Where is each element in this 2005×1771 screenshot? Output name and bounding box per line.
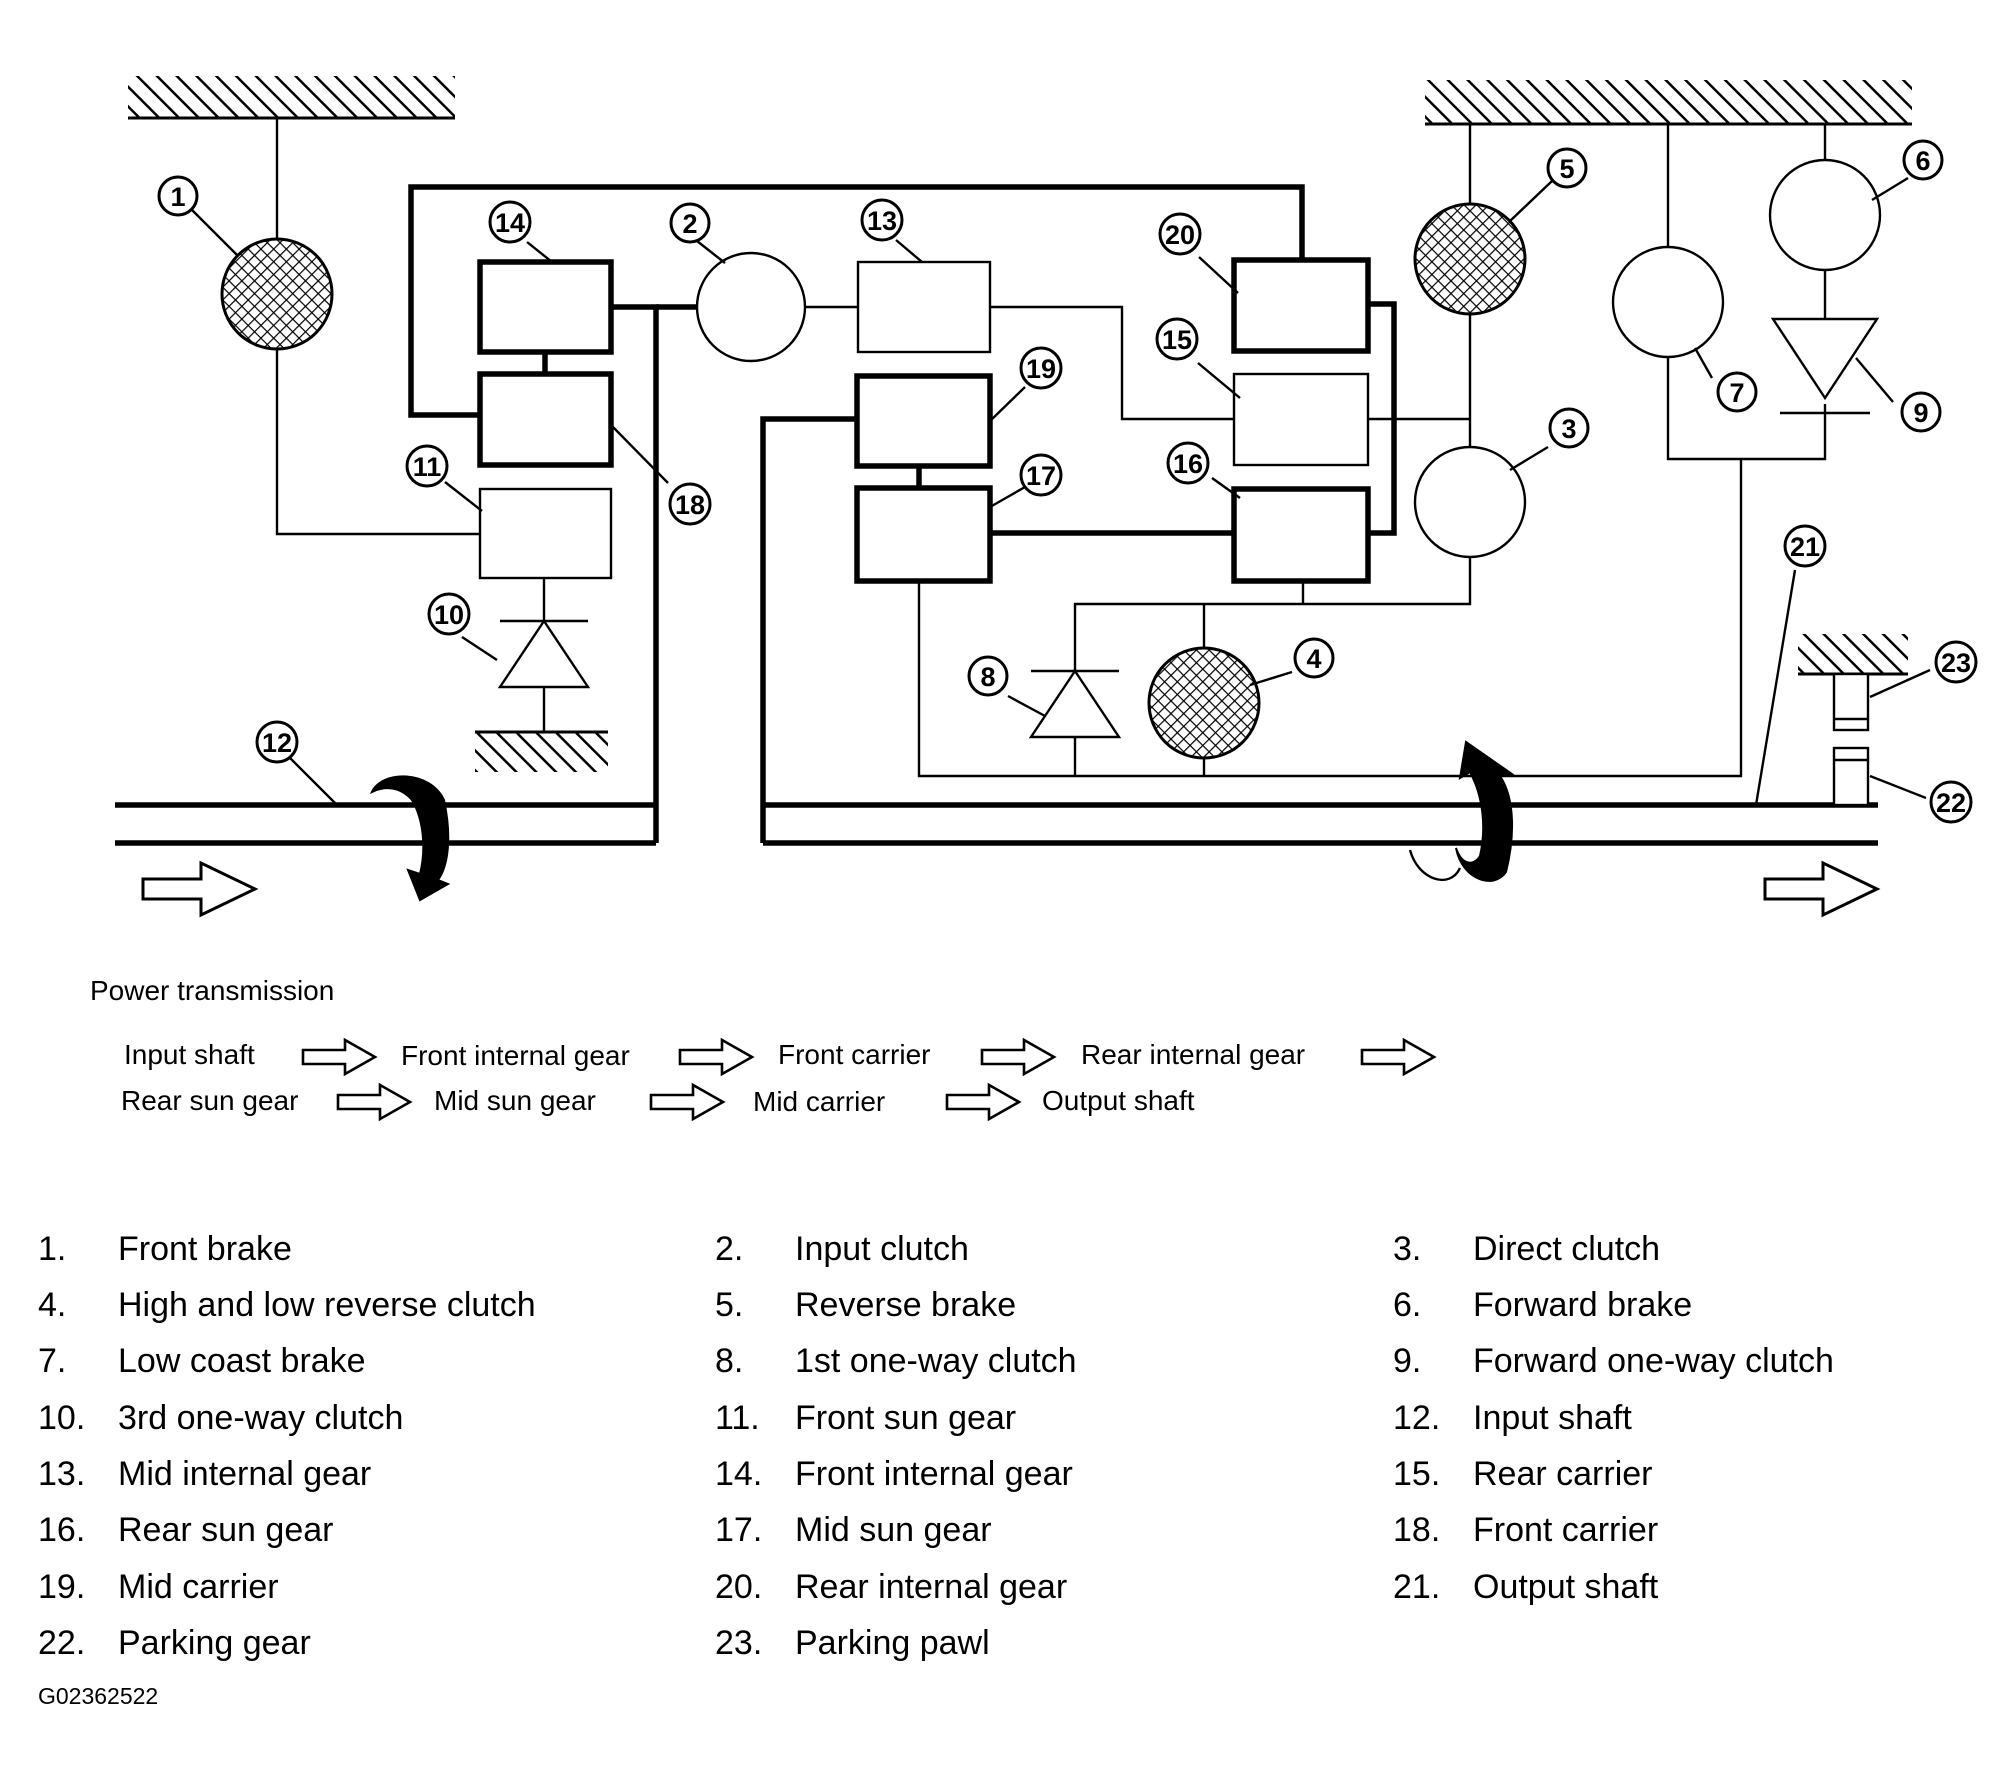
reverse-brake-symbol	[1413, 202, 1527, 316]
callout-4: 4	[1293, 637, 1335, 679]
callout-leaders	[191, 176, 1931, 806]
svg-text:8: 8	[980, 662, 995, 692]
callout-6: 6	[1902, 139, 1944, 181]
flow-arrow-icon	[678, 1038, 754, 1076]
input-clutch-symbol	[695, 251, 807, 363]
callout-19: 19	[1019, 346, 1063, 390]
mid-carrier-box	[854, 373, 993, 469]
front-sun-gear-box	[478, 487, 613, 580]
flow-step-5: Rear sun gear	[121, 1085, 298, 1116]
svg-text:1: 1	[170, 182, 185, 212]
rear-internal-gear-box	[1231, 257, 1371, 354]
callout-13: 13	[860, 198, 904, 242]
ground-right	[1425, 80, 1912, 126]
callout-23: 23	[1934, 640, 1978, 684]
callout-10: 10	[427, 592, 471, 636]
ground-parking-pawl	[1798, 634, 1908, 676]
callout-8: 8	[967, 655, 1009, 697]
connection-lines-thick	[115, 184, 1878, 846]
front-carrier-box	[477, 371, 614, 468]
svg-text:14: 14	[495, 208, 525, 238]
callout-22: 22	[1929, 780, 1973, 824]
first-one-way-clutch-symbol	[1028, 668, 1122, 739]
callout-18: 18	[668, 482, 712, 526]
svg-text:11: 11	[413, 452, 442, 482]
mid-internal-gear-box	[856, 260, 992, 354]
svg-text:16: 16	[1173, 449, 1203, 479]
forward-one-way-clutch-symbol	[1770, 317, 1880, 415]
flow-step-8: Output shaft	[1042, 1085, 1195, 1116]
flow-step-1: Input shaft	[124, 1039, 255, 1070]
callout-5: 5	[1546, 147, 1588, 189]
flow-arrow-icon	[301, 1038, 377, 1076]
callout-12: 12	[255, 720, 299, 764]
svg-text:7: 7	[1729, 378, 1744, 408]
figure-id: G02362522	[38, 1683, 159, 1709]
flow-arrow-icon	[649, 1083, 725, 1121]
power-flow-diagram: 1 2 3 4 5 6 7 8 9 10 11 12 13 14 15 16 1…	[90, 76, 1978, 1121]
front-internal-gear-box	[477, 259, 614, 355]
rear-carrier-box	[1232, 372, 1370, 467]
flow-arrow-icon	[980, 1038, 1056, 1076]
direct-clutch-symbol	[1413, 445, 1527, 559]
svg-text:18: 18	[675, 490, 705, 520]
flow-arrow-icon	[1360, 1038, 1436, 1076]
flow-step-3: Front carrier	[778, 1039, 930, 1070]
flow-arrow-icon	[945, 1083, 1021, 1121]
svg-text:9: 9	[1913, 398, 1928, 428]
callout-1: 1	[157, 175, 199, 217]
flow-step-7: Mid carrier	[753, 1086, 885, 1117]
high-low-reverse-clutch-symbol	[1147, 646, 1261, 760]
low-coast-brake-symbol	[1611, 245, 1725, 359]
svg-text:13: 13	[867, 206, 897, 236]
callout-15: 15	[1155, 317, 1199, 361]
svg-text:3: 3	[1561, 414, 1576, 444]
ground-clutch-10	[475, 730, 608, 772]
callout-20: 20	[1158, 212, 1202, 256]
svg-text:17: 17	[1026, 461, 1056, 491]
power-transmission-heading: Power transmission	[90, 975, 334, 1006]
third-one-way-clutch-symbol	[497, 618, 591, 689]
svg-text:21: 21	[1790, 532, 1820, 562]
callout-2: 2	[669, 202, 711, 244]
input-rotation-arrow-icon	[369, 775, 451, 902]
svg-text:19: 19	[1026, 354, 1056, 384]
forward-brake-symbol	[1768, 158, 1882, 272]
output-direction-arrow-icon	[1763, 861, 1879, 917]
front-brake-symbol	[220, 237, 334, 351]
mid-sun-gear-box	[854, 485, 993, 584]
svg-text:22: 22	[1936, 788, 1966, 818]
callout-21: 21	[1783, 524, 1827, 568]
flow-step-4: Rear internal gear	[1081, 1039, 1305, 1070]
input-direction-arrow-icon	[141, 861, 257, 917]
callout-14: 14	[488, 200, 532, 244]
component-legend: 1.Front brake 2.Input clutch 3.Direct cl…	[38, 1230, 1834, 1662]
output-rotation-arrow-icon	[1408, 740, 1515, 882]
callout-9: 9	[1900, 391, 1942, 433]
callout-11: 11	[405, 444, 449, 488]
svg-text:15: 15	[1162, 325, 1192, 355]
callout-3: 3	[1548, 407, 1590, 449]
ground-left	[128, 76, 455, 120]
parking-gear-symbol	[1832, 746, 1870, 807]
svg-text:2: 2	[682, 209, 697, 239]
svg-text:20: 20	[1165, 220, 1195, 250]
svg-text:5: 5	[1559, 154, 1574, 184]
svg-text:10: 10	[434, 600, 464, 630]
svg-text:12: 12	[262, 728, 292, 758]
flow-step-2: Front internal gear	[401, 1040, 630, 1071]
flow-arrow-icon	[336, 1083, 412, 1121]
callout-16: 16	[1166, 441, 1210, 485]
svg-text:4: 4	[1306, 644, 1321, 674]
parking-pawl-symbol	[1832, 672, 1870, 732]
callout-7: 7	[1716, 371, 1758, 413]
rear-sun-gear-box	[1231, 486, 1371, 584]
flow-step-6: Mid sun gear	[434, 1085, 596, 1116]
svg-text:23: 23	[1941, 648, 1971, 678]
callout-17: 17	[1019, 453, 1063, 497]
svg-text:6: 6	[1915, 146, 1930, 176]
